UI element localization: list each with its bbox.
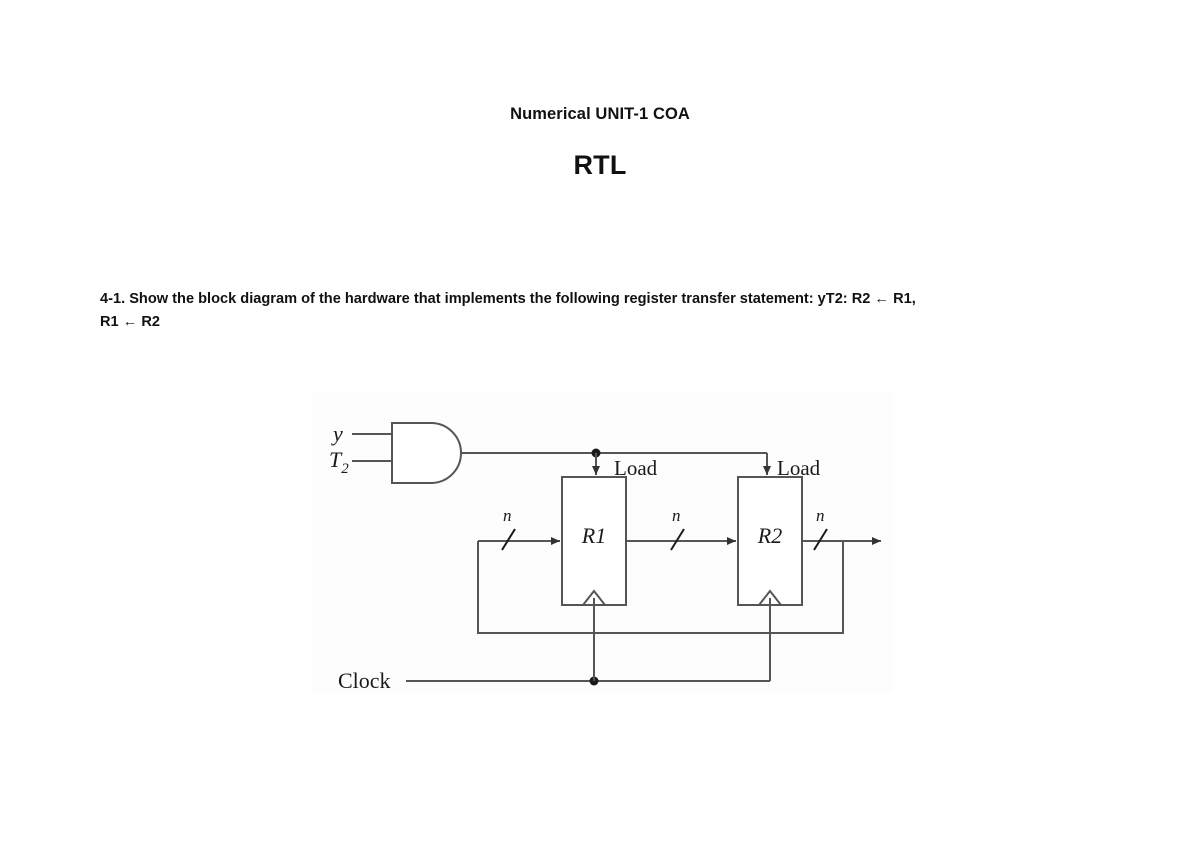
r1-clock-triangle-icon	[582, 589, 606, 606]
page-subtitle: RTL	[573, 150, 627, 180]
register-r1-box	[561, 476, 627, 606]
and-gate-icon	[391, 422, 462, 484]
clock-label: Clock	[338, 668, 391, 693]
register-r1-label: R1	[581, 523, 606, 548]
r1-output-bus-label: n	[672, 506, 681, 525]
problem-statement: 4-1. Show the block diagram of the hardw…	[100, 288, 1100, 333]
r2-output-bus-label: n	[816, 506, 825, 525]
register-r2-label: R2	[757, 523, 782, 548]
page-title: Numerical UNIT-1 COA	[510, 105, 690, 123]
r2-output-bus-slash-icon	[813, 528, 828, 551]
gate-input-t2-label: T2	[329, 447, 349, 477]
block-diagram-svg: y T2 Load Load R1 R2	[329, 421, 881, 693]
r2-to-r1-feedback-wire	[477, 541, 844, 634]
r1-to-r2-bus-slash-icon	[670, 528, 685, 551]
r1-input-bus-slash-icon	[501, 528, 516, 551]
rtl-block-diagram: y T2 Load Load R1 R2	[311, 393, 893, 693]
problem-statement-line-1: 4-1. Show the block diagram of the hardw…	[100, 291, 916, 307]
gate-input-y-label: y	[331, 421, 343, 446]
problem-statement-line-2: R1 ← R2	[100, 313, 161, 330]
r1-input-bus-label: n	[503, 506, 512, 525]
r2-clock-triangle-icon	[758, 589, 782, 606]
